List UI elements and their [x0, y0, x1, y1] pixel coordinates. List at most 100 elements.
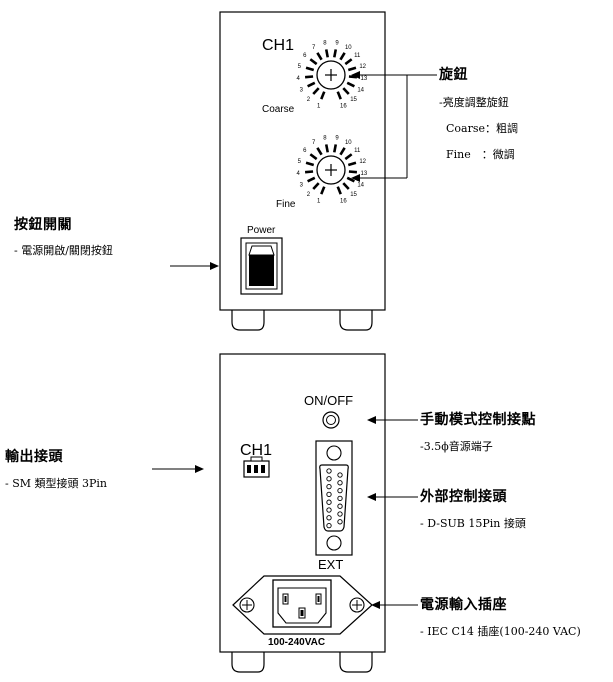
fine-dial-number: 7 — [312, 140, 316, 146]
coarse-dial-number: 15 — [350, 97, 357, 103]
output-connector[interactable] — [243, 456, 270, 478]
voltage-label: 100-240VAC — [268, 637, 325, 648]
switch-title: 按鈕開關 — [14, 217, 72, 233]
coarse-dial-number: 1 — [317, 104, 321, 110]
fine-dial-tick — [316, 147, 323, 156]
manual-title: 手動模式控制接點 — [420, 412, 536, 428]
power-title: 電源輸入插座 — [420, 597, 507, 613]
coarse-dial-tick — [304, 75, 314, 79]
external-desc: - D-SUB 15Pin 接頭 — [420, 517, 526, 530]
dsub-pin — [326, 507, 332, 513]
dsub-pin — [337, 487, 343, 494]
coarse-dial-tick — [344, 58, 353, 66]
ext-label: EXT — [318, 557, 343, 572]
coarse-dial-number: 6 — [303, 53, 307, 59]
fine-dial-number: 9 — [335, 136, 339, 142]
coarse-dial-number: 4 — [296, 76, 300, 82]
coarse-dial-tick — [347, 66, 357, 72]
dsub-pin — [326, 522, 332, 529]
fine-dial-number: 11 — [354, 148, 361, 154]
bottom-unit: ON/OFF CH1 EXT — [219, 353, 386, 673]
dsub-pin — [337, 495, 343, 502]
coarse-dial-number: 16 — [340, 104, 347, 110]
dsub-pin — [326, 483, 332, 490]
onoff-label: ON/OFF — [304, 393, 353, 408]
power-inlet[interactable] — [232, 575, 373, 635]
fine-dial-number: 13 — [361, 171, 368, 177]
coarse-dial-tick — [346, 81, 355, 88]
fine-dial-number: 10 — [345, 140, 352, 146]
dsub-pin — [337, 511, 343, 517]
coarse-dial-tick — [324, 49, 329, 58]
dsub-pin — [337, 503, 343, 509]
fine-dial-tick — [309, 153, 318, 161]
fine-dial-number: 15 — [350, 192, 357, 198]
fine-dial-tick — [344, 153, 353, 161]
knob-desc-2: Coarse：粗調 — [446, 122, 519, 135]
dsub-pin — [326, 468, 332, 474]
fine-dial-tick — [312, 182, 320, 190]
bottom-unit-foot-right — [339, 652, 373, 673]
fine-dial-number: 4 — [296, 171, 300, 177]
coarse-dial-number: 7 — [312, 45, 316, 51]
dsub-pin — [337, 480, 343, 486]
coarse-dial-number: 11 — [354, 53, 361, 59]
dsub-pin — [337, 519, 343, 525]
dsub-connector[interactable] — [315, 440, 353, 556]
fine-dial-tick — [307, 176, 316, 183]
power-label: Power — [247, 225, 276, 236]
manual-desc: -3.5ϕ音源端子 — [420, 440, 493, 453]
coarse-dial-number: 3 — [300, 87, 304, 93]
fine-dial-number: 8 — [323, 136, 327, 142]
fine-label: Fine — [276, 199, 296, 210]
dsub-pin — [326, 499, 332, 505]
fine-dial-number: 3 — [300, 182, 304, 188]
bottom-channel-label: CH1 — [240, 442, 272, 459]
output-desc: - SM 類型接頭 3Pin — [5, 477, 108, 490]
knob-desc-1: -亮度調整旋鈕 — [439, 96, 509, 109]
dsub-pin — [326, 491, 332, 498]
fine-dial-tick — [305, 161, 315, 167]
knob-desc-3: Fine ：微調 — [446, 148, 515, 161]
fine-dial-tick — [320, 186, 326, 195]
coarse-dial-tick — [342, 87, 350, 95]
fine-dial-tick — [336, 186, 342, 195]
fine-dial-tick — [348, 170, 358, 174]
coarse-label: Coarse — [262, 104, 295, 115]
fine-dial-tick — [324, 144, 329, 153]
fine-dial-number: 12 — [359, 159, 366, 165]
coarse-dial-tick — [333, 49, 338, 58]
knob-title: 旋鈕 — [439, 67, 468, 83]
fine-dial-number: 5 — [298, 159, 302, 165]
dsub-pin — [326, 515, 332, 521]
power-desc: - IEC C14 插座(100-240 VAC) — [420, 625, 581, 638]
fine-dial-tick — [304, 170, 314, 174]
dsub-pin — [326, 476, 332, 482]
coarse-dial-tick — [339, 52, 346, 61]
coarse-dial-number: 5 — [298, 64, 302, 70]
power-switch[interactable] — [240, 237, 283, 295]
bottom-unit-foot-left — [231, 652, 265, 673]
output-title: 輸出接頭 — [5, 449, 63, 465]
fine-dial-number: 14 — [357, 182, 364, 188]
knob-arrows — [351, 71, 437, 182]
fine-dial-tick — [339, 147, 346, 156]
top-channel-label: CH1 — [262, 37, 294, 54]
manual-jack[interactable] — [322, 411, 340, 429]
fine-dial-number: 1 — [317, 199, 321, 205]
fine-dial-tick — [347, 161, 357, 167]
coarse-dial-tick — [307, 81, 316, 88]
coarse-dial-number: 8 — [323, 41, 327, 47]
coarse-dial-tick — [336, 91, 342, 100]
fine-dial-number: 16 — [340, 199, 347, 205]
fine-dial-number: 2 — [307, 192, 311, 198]
coarse-dial-tick — [320, 91, 326, 100]
coarse-dial-tick — [312, 87, 320, 95]
external-title: 外部控制接頭 — [420, 489, 507, 505]
fine-dial-number: 6 — [303, 148, 307, 154]
coarse-dial-tick — [348, 75, 358, 79]
